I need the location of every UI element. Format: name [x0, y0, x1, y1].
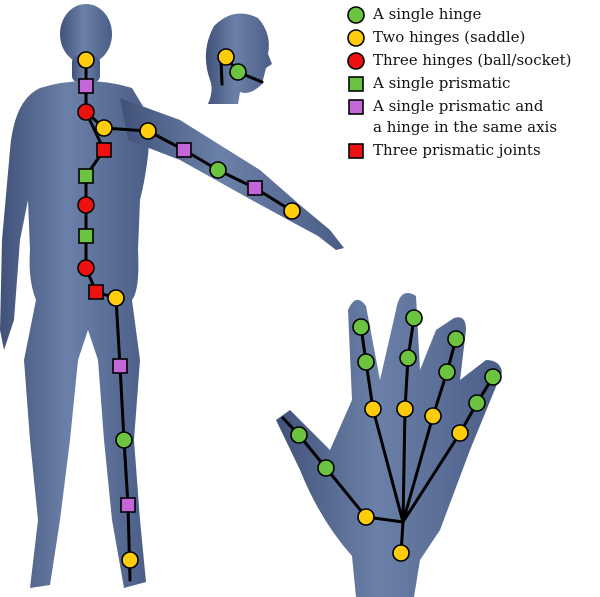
- hand-silhouette: [276, 293, 502, 597]
- legend-item: A single hinge: [345, 4, 600, 25]
- joint-saddle: [108, 290, 124, 306]
- joint-prismatic-hinge: [349, 100, 363, 114]
- joint-prismatic-hinge: [79, 79, 93, 93]
- joint-hinge: [406, 310, 422, 326]
- joint-three-prismatic: [349, 144, 363, 158]
- legend-label: Three prismatic joints: [373, 140, 541, 161]
- joint-saddle: [365, 401, 381, 417]
- legend-symbol-prismatic-hinge: [345, 96, 373, 117]
- joint-prismatic-hinge: [177, 143, 191, 157]
- joint-hinge: [291, 427, 307, 443]
- joint-hinge: [439, 364, 455, 380]
- joint-saddle: [218, 49, 234, 65]
- joint-saddle: [96, 120, 112, 136]
- joint-saddle: [425, 408, 441, 424]
- joint-prismatic: [79, 169, 93, 183]
- joint-hinge: [353, 319, 369, 335]
- legend-symbol-ball: [345, 50, 373, 71]
- legend-label: A single prismatic and a hinge in the sa…: [373, 96, 557, 138]
- joint-hinge: [318, 460, 334, 476]
- legend-item: A single prismatic: [345, 73, 600, 94]
- legend: A single hinge Two hinges (saddle) Three…: [345, 4, 600, 163]
- legend-label: A single hinge: [373, 4, 481, 25]
- joint-saddle: [284, 203, 300, 219]
- joint-prismatic-hinge: [113, 359, 127, 373]
- legend-label: Two hinges (saddle): [373, 27, 525, 48]
- joint-hinge: [448, 331, 464, 347]
- head-inset-silhouette: [206, 14, 272, 105]
- joint-ball: [78, 104, 94, 120]
- joint-ball: [348, 53, 364, 69]
- legend-symbol-three-prismatic: [345, 140, 373, 161]
- joint-saddle: [452, 425, 468, 441]
- joint-three-prismatic: [89, 285, 103, 299]
- joint-saddle: [393, 545, 409, 561]
- joint-hinge: [469, 395, 485, 411]
- legend-item: Three hinges (ball/socket): [345, 50, 600, 71]
- legend-item: A single prismatic and a hinge in the sa…: [345, 96, 600, 138]
- joint-hinge: [348, 7, 364, 23]
- joint-hinge: [230, 64, 246, 80]
- joint-saddle: [348, 30, 364, 46]
- joint-hinge: [358, 354, 374, 370]
- legend-item: Three prismatic joints: [345, 140, 600, 161]
- joint-saddle: [397, 401, 413, 417]
- joint-prismatic-hinge: [121, 498, 135, 512]
- joint-prismatic: [79, 229, 93, 243]
- legend-symbol-prismatic: [345, 73, 373, 94]
- legend-item: Two hinges (saddle): [345, 27, 600, 48]
- legend-symbol-saddle: [345, 27, 373, 48]
- joint-ball: [78, 197, 94, 213]
- joint-saddle: [140, 123, 156, 139]
- joint-hinge: [116, 432, 132, 448]
- legend-label: A single prismatic: [373, 73, 510, 94]
- joint-ball: [78, 260, 94, 276]
- joint-three-prismatic: [97, 143, 111, 157]
- joint-prismatic: [349, 77, 363, 91]
- joint-hinge: [485, 369, 501, 385]
- human-body-silhouette: [0, 4, 344, 588]
- joint-saddle: [358, 509, 374, 525]
- joint-saddle: [122, 552, 138, 568]
- joint-saddle: [78, 52, 94, 68]
- joint-prismatic-hinge: [248, 181, 262, 195]
- joint-hinge: [400, 350, 416, 366]
- joint-hinge: [210, 162, 226, 178]
- legend-label: Three hinges (ball/socket): [373, 50, 571, 71]
- legend-symbol-hinge: [345, 4, 373, 25]
